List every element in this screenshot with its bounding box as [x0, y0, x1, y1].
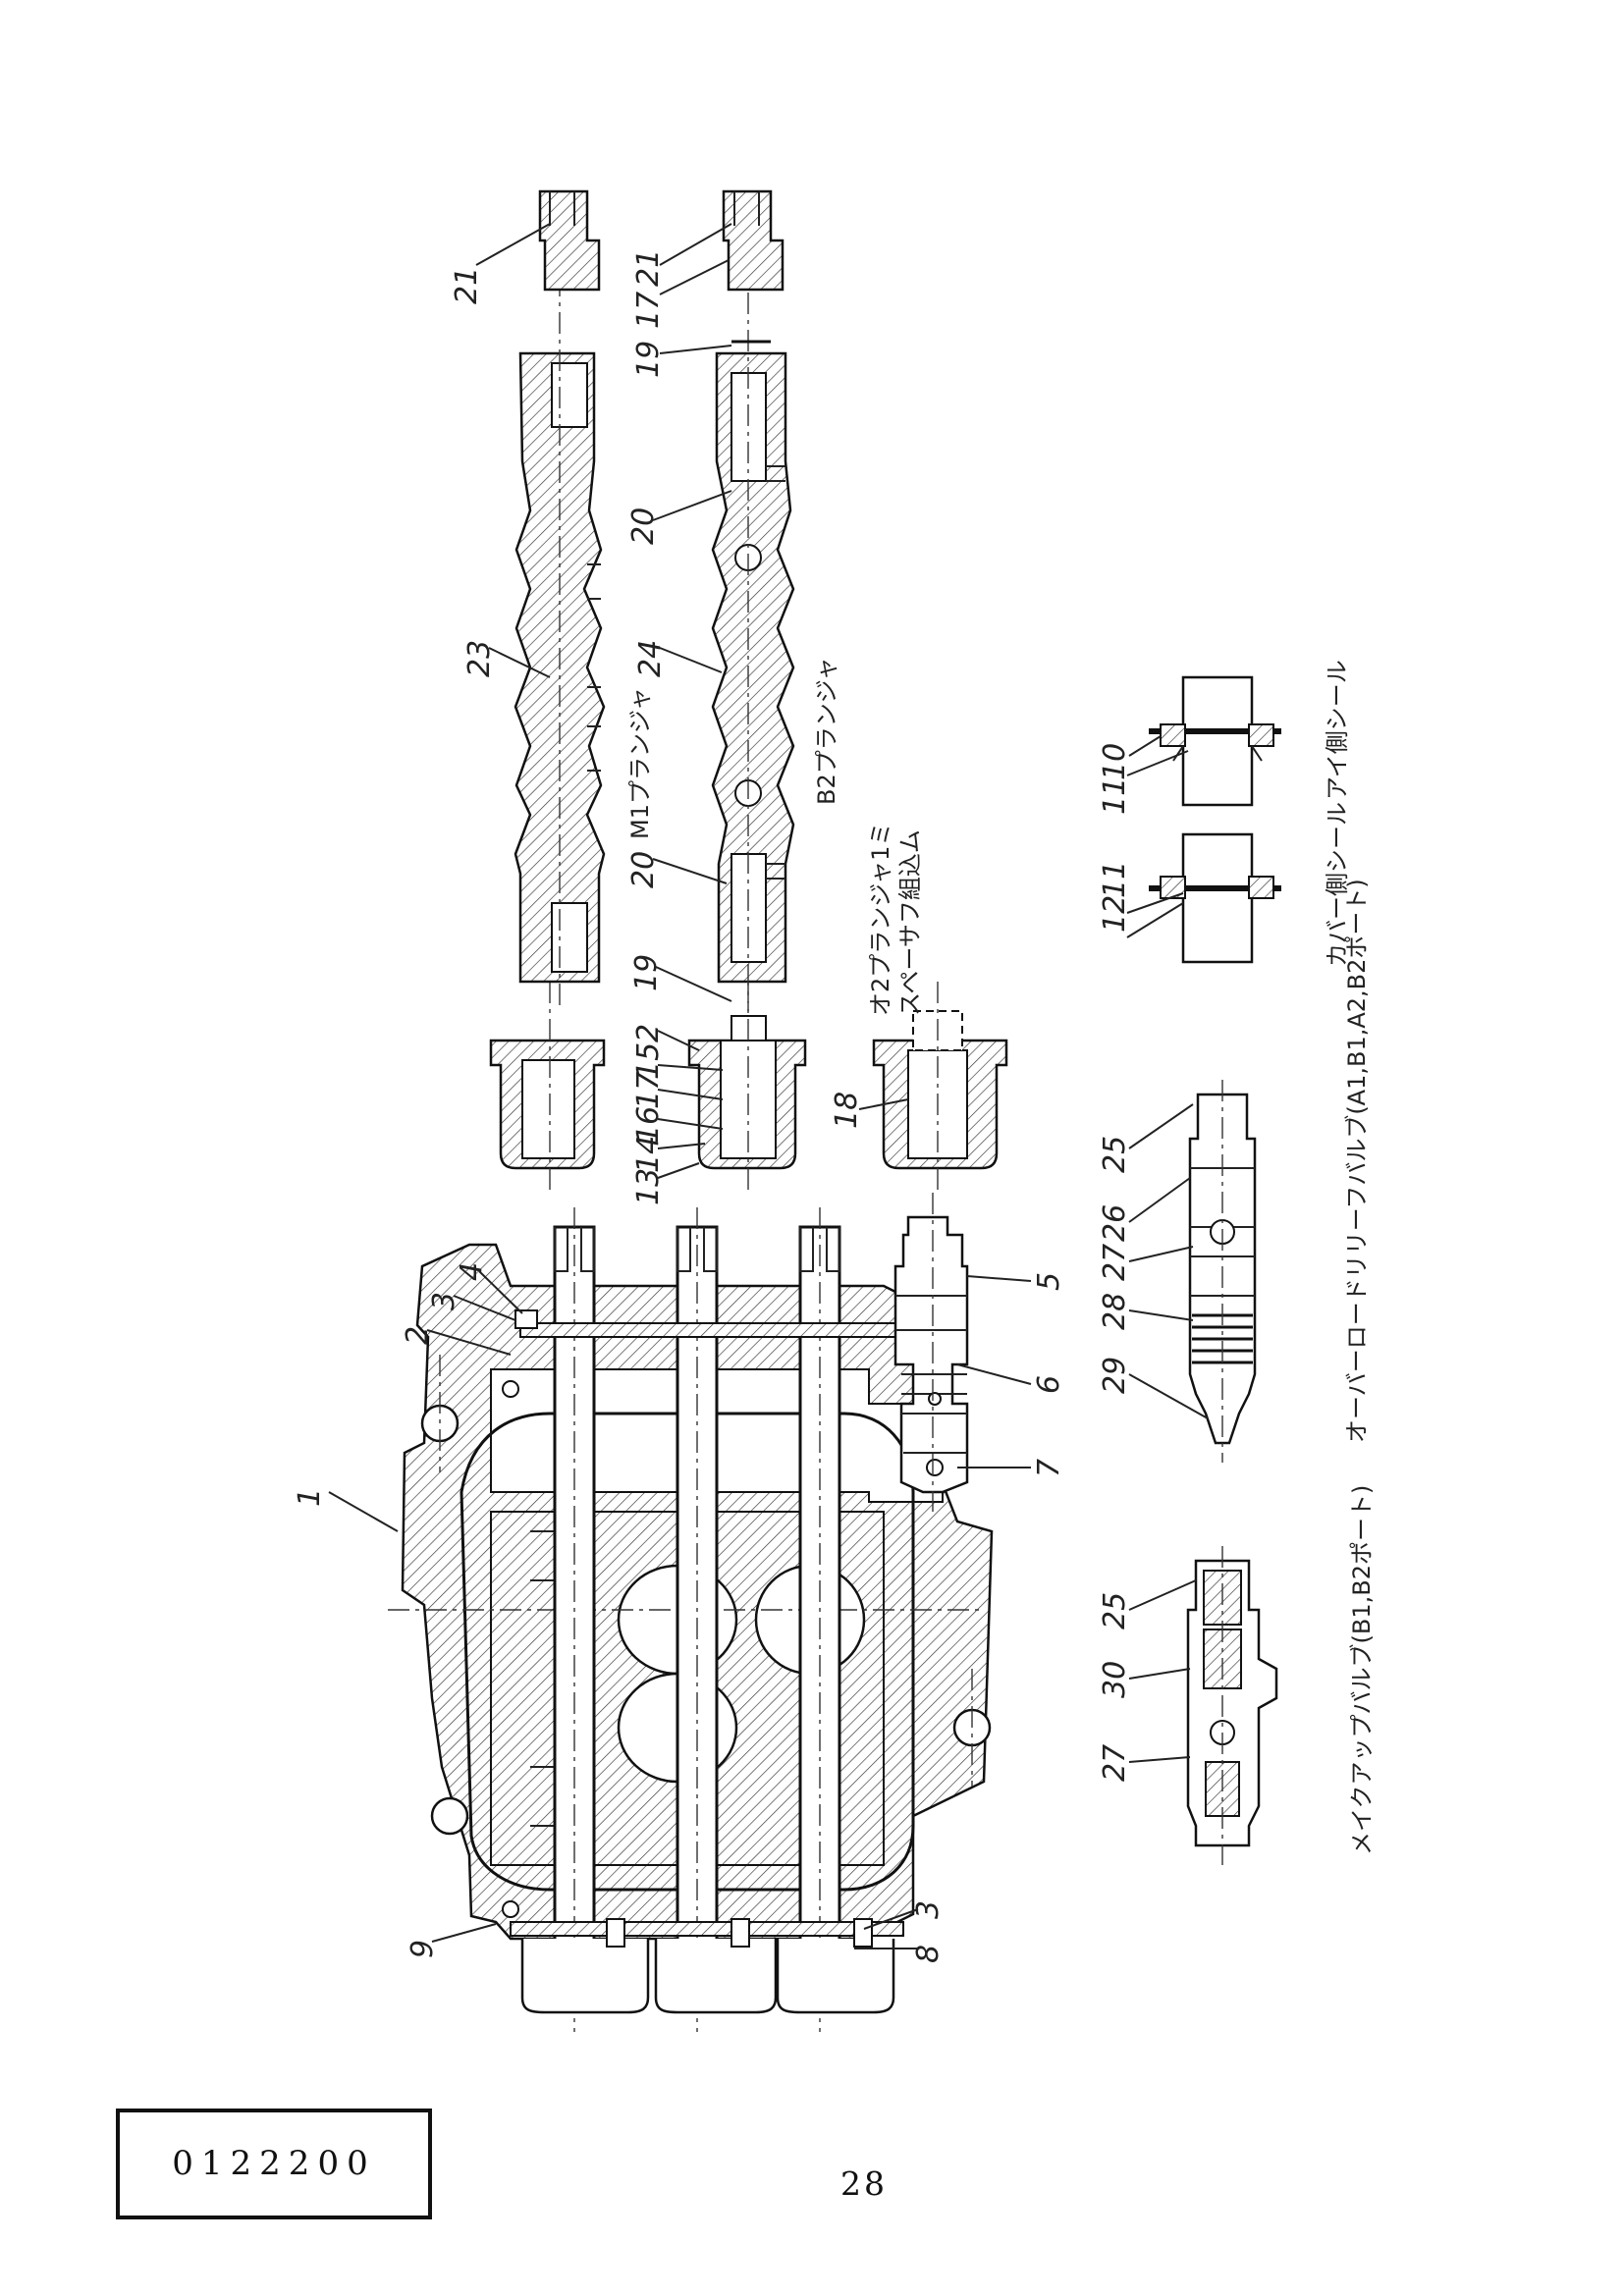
caption-overload-relief: オーバーロードリリーフバルブ(A1,B1,A2,B2ポート)	[1343, 879, 1371, 1443]
callout-4: 4	[455, 1262, 489, 1281]
callout-9: 9	[406, 1940, 440, 1958]
callout-2b: 2	[631, 1024, 666, 1042]
callout-14: 14	[631, 1136, 666, 1173]
callout-28: 28	[1098, 1293, 1132, 1330]
callout-20a: 20	[626, 507, 661, 545]
caption-i-seal: アイ側シール	[1324, 660, 1351, 800]
callout-20b: 20	[626, 851, 661, 888]
callout-12: 12	[1098, 895, 1132, 933]
spool-shafts	[553, 1207, 841, 2032]
callout-6: 6	[1032, 1375, 1066, 1394]
callout-11b: 11	[1098, 777, 1132, 815]
clevis-parts	[538, 189, 784, 344]
m1-plunger	[514, 275, 606, 1011]
callout-8: 8	[911, 1945, 946, 1963]
page-number: 28	[840, 2164, 888, 2203]
callout-30: 30	[1098, 1661, 1132, 1698]
callout-25a: 25	[1098, 1136, 1132, 1173]
callout-21a: 21	[450, 267, 484, 304]
callout-21b: 21	[631, 249, 666, 287]
callout-16: 16	[631, 1106, 666, 1144]
callout-27b: 27	[1098, 1744, 1132, 1782]
callout-11a: 11	[1098, 861, 1132, 898]
callout-13: 13	[631, 1168, 666, 1205]
callout-26: 26	[1098, 1204, 1132, 1242]
overload-relief-valve-detail	[1188, 1080, 1257, 1463]
callout-27a: 27	[1098, 1244, 1132, 1281]
callout-17a: 17	[631, 292, 666, 329]
callout-3: 3	[427, 1292, 461, 1310]
caption-spacer-note-1: オ2プランジャ1ミ	[867, 823, 894, 1016]
callout-17b: 17	[631, 1072, 666, 1109]
end-plates	[510, 1309, 914, 2014]
callout-5: 5	[1032, 1272, 1066, 1291]
callout-23: 23	[462, 640, 497, 677]
seal-details	[1149, 675, 1281, 964]
caption-spacer-note-2: スペーサフ組込ム	[896, 829, 924, 1016]
callout-2: 2	[401, 1326, 435, 1345]
caption-b2-plunger: B2プランジャ	[813, 657, 840, 805]
document-number-box: 0122200	[116, 2109, 432, 2219]
document-number: 0122200	[172, 2144, 376, 2183]
callout-24: 24	[633, 640, 668, 677]
callout-10: 10	[1098, 743, 1132, 780]
callout-19a: 19	[631, 341, 666, 378]
captions: M1プランジャ B2プランジャ オ2プランジャ1ミ スペーサフ組込ム カバー側シ…	[626, 657, 1376, 1855]
callout-19b: 19	[629, 954, 664, 991]
leader-lines	[328, 223, 1209, 1949]
b2-plunger	[711, 255, 795, 1011]
callout-15: 15	[631, 1042, 666, 1080]
caption-makeup-valve: メイクアップバルブ(B1,B2ポート)	[1348, 1485, 1376, 1855]
caption-cover-seal: カバー側シール	[1324, 802, 1351, 967]
spool-caps	[489, 982, 1008, 1193]
callout-29: 29	[1098, 1357, 1132, 1394]
makeup-valve-detail	[1186, 1546, 1278, 1865]
callout-7: 7	[1032, 1459, 1066, 1477]
callout-1: 1	[293, 1488, 327, 1507]
callout-labels: 1 2 3 4 5 6 7 8 3 9 21 21 17 19 20 23 24…	[293, 249, 1132, 1963]
callout-3b: 3	[911, 1900, 946, 1919]
callout-18: 18	[830, 1092, 864, 1129]
callout-25b: 25	[1098, 1592, 1132, 1629]
body-relief-valve	[893, 1193, 969, 1512]
caption-m1-plunger: M1プランジャ	[626, 687, 654, 839]
